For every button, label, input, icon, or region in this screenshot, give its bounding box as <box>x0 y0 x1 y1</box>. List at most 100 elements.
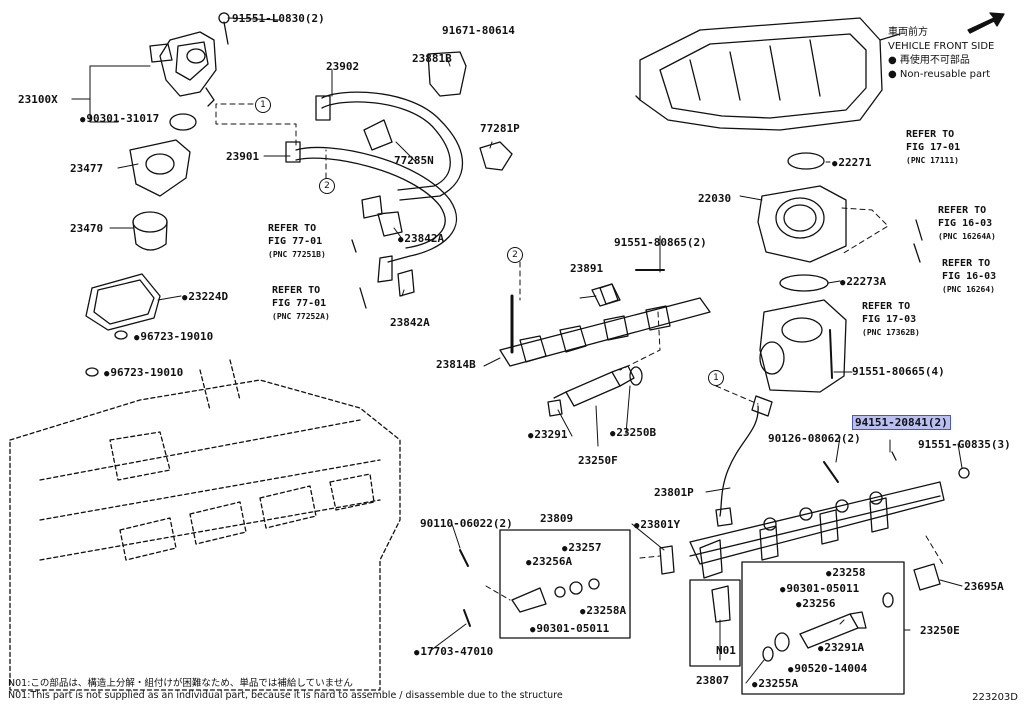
part-label-23902[interactable]: 23902 <box>326 60 360 73</box>
ref-pnc: (PNC 17362B) <box>862 328 920 337</box>
refer-to-fig-17-03[interactable]: REFER TO FIG 17-03 (PNC 17362B) <box>862 300 920 339</box>
part-label-90301-05011-b[interactable]: 90301-05011 <box>780 582 859 597</box>
part-label-23695A[interactable]: 23695A <box>964 580 1004 593</box>
ref-pnc: (PNC 17111) <box>906 156 959 165</box>
o-ring-illustration <box>169 113 197 131</box>
intake-manifold-illustration <box>635 17 901 131</box>
injector-23250E-illustration <box>799 611 867 649</box>
part-label-23470[interactable]: 23470 <box>70 222 104 235</box>
ref-pnc: (PNC 77252A) <box>272 312 330 321</box>
callout-2-delivery-pipe: 2 <box>507 247 523 263</box>
box-23250E <box>741 561 905 695</box>
fuel-pump-illustration <box>149 12 230 107</box>
part-label-23891[interactable]: 23891 <box>570 262 604 275</box>
part-label-N01[interactable]: N01 <box>716 644 736 657</box>
part-label-77285N[interactable]: 77285N <box>394 154 434 167</box>
part-label-96723-19010-a[interactable]: 96723-19010 <box>134 330 213 345</box>
part-label-96723-19010-b[interactable]: 96723-19010 <box>104 366 183 381</box>
ref-line2: FIG 17-03 <box>862 314 917 325</box>
footnote-jp: N01:この部品は、構造上分解・組付けが困難なため、単品では補給していません <box>8 678 353 689</box>
part-label-91551-80665[interactable]: 91551-80665(4) <box>852 365 945 378</box>
part-label-23814B[interactable]: 23814B <box>436 358 476 371</box>
ref-line2: FIG 77-01 <box>272 298 327 309</box>
callout-1-fuel-pipe: 1 <box>708 370 724 386</box>
ref-line1: REFER TO <box>906 129 955 140</box>
throttle-body-illustration <box>757 185 847 263</box>
box-23809 <box>499 529 631 639</box>
part-label-23291A[interactable]: 23291A <box>818 641 864 656</box>
fuel-rail-illustration <box>689 481 945 579</box>
part-label-90301-05011-a[interactable]: 90301-05011 <box>530 622 609 637</box>
legend-front-jp: 車両前方 <box>888 27 928 38</box>
throttle-insulator-illustration <box>759 299 847 393</box>
ref-line1: REFER TO <box>272 285 321 296</box>
fuel-pipe-23801P-illustration <box>719 405 759 517</box>
part-label-23477[interactable]: 23477 <box>70 162 104 175</box>
ref-line1: REFER TO <box>268 223 317 234</box>
part-label-23100X[interactable]: 23100X <box>18 93 58 106</box>
legend-nonreuse-en: ● Non-reusable part <box>888 69 991 80</box>
part-label-90110-06022[interactable]: 90110-06022(2) <box>420 517 513 530</box>
part-label-23257[interactable]: 23257 <box>562 541 601 556</box>
part-label-23291[interactable]: 23291 <box>528 428 567 443</box>
part-label-23250F[interactable]: 23250F <box>578 454 618 467</box>
part-label-22273A[interactable]: 22273A <box>840 275 886 290</box>
lifter-guide-illustration <box>129 139 191 197</box>
part-label-94151-20841-highlighted[interactable]: 94151-20841(2) <box>852 415 951 430</box>
part-label-90126-08062[interactable]: 90126-08062(2) <box>768 432 861 445</box>
legend: 車両前方 VEHICLE FRONT SIDE ● 再使用不可部品 ● Non-… <box>888 26 994 82</box>
refer-to-fig-16-03-b[interactable]: REFER TO FIG 16-03 (PNC 16264) <box>942 257 996 296</box>
ref-line2: FIG 17-01 <box>906 142 961 153</box>
ref-line2: FIG 77-01 <box>268 236 323 247</box>
part-label-17703-47010[interactable]: 17703-47010 <box>414 645 493 660</box>
part-label-23809[interactable]: 23809 <box>540 512 574 525</box>
callout-1-fuel-pump: 1 <box>255 97 271 113</box>
part-label-90520-14004[interactable]: 90520-14004 <box>788 662 867 677</box>
ref-line1: REFER TO <box>862 301 911 312</box>
refer-to-fig-77-01-b[interactable]: REFER TO FIG 77-01 (PNC 77252A) <box>272 284 330 323</box>
engine-block-illustration <box>9 359 401 691</box>
refer-to-fig-17-01[interactable]: REFER TO FIG 17-01 (PNC 17111) <box>906 128 960 167</box>
ref-line1: REFER TO <box>942 258 991 269</box>
part-label-23842A-upper[interactable]: 23842A <box>398 232 444 247</box>
part-label-23842A-lower[interactable]: 23842A <box>390 316 430 329</box>
ref-line2: FIG 16-03 <box>942 271 997 282</box>
part-label-23256A[interactable]: 23256A <box>526 555 572 570</box>
part-label-23881B[interactable]: 23881B <box>412 52 452 65</box>
part-label-23801Y[interactable]: 23801Y <box>634 518 680 533</box>
part-label-23807[interactable]: 23807 <box>696 674 730 687</box>
ref-line1: REFER TO <box>938 205 987 216</box>
refer-to-fig-77-01-a[interactable]: REFER TO FIG 77-01 (PNC 77251B) <box>268 222 326 261</box>
part-label-23258[interactable]: 23258 <box>826 566 865 581</box>
gasket-22271-illustration <box>787 152 825 170</box>
part-label-23250B[interactable]: 23250B <box>610 426 656 441</box>
part-label-22030[interactable]: 22030 <box>698 192 732 205</box>
part-label-23258A[interactable]: 23258A <box>580 604 626 619</box>
ref-line2: FIG 16-03 <box>938 218 993 229</box>
front-arrow-icon <box>967 12 1005 34</box>
box-23807 <box>689 579 741 667</box>
ref-pnc: (PNC 16264) <box>942 285 995 294</box>
part-label-23224D[interactable]: 23224D <box>182 290 228 305</box>
part-label-22271[interactable]: 22271 <box>832 156 871 171</box>
part-label-23255A[interactable]: 23255A <box>752 677 798 692</box>
legend-nonreuse-jp: ● 再使用不可部品 <box>888 55 970 66</box>
gasket-illustration <box>85 273 161 331</box>
part-label-23256[interactable]: 23256 <box>796 597 835 612</box>
part-label-77281P[interactable]: 77281P <box>480 122 520 135</box>
footnote-en: N01:This part is not supplied as an indi… <box>8 690 563 701</box>
part-label-91671-80614[interactable]: 91671-80614 <box>442 24 515 37</box>
part-label-23801P[interactable]: 23801P <box>654 486 694 499</box>
part-label-90301-31017[interactable]: 90301-31017 <box>80 112 159 127</box>
part-label-91551-80865[interactable]: 91551-80865(2) <box>614 236 707 249</box>
refer-to-fig-16-03-a[interactable]: REFER TO FIG 16-03 (PNC 16264A) <box>938 204 996 243</box>
ref-pnc: (PNC 77251B) <box>268 250 326 259</box>
figure-id: 223203D <box>972 692 1018 703</box>
part-label-23250E[interactable]: 23250E <box>920 624 960 637</box>
part-label-23901[interactable]: 23901 <box>226 150 260 163</box>
part-label-91551-G0835[interactable]: 91551-G0835(3) <box>918 438 1011 451</box>
ref-pnc: (PNC 16264A) <box>938 232 996 241</box>
lifter-illustration <box>132 211 168 251</box>
part-label-91551-L0830[interactable]: 91551-L0830(2) <box>232 12 325 25</box>
